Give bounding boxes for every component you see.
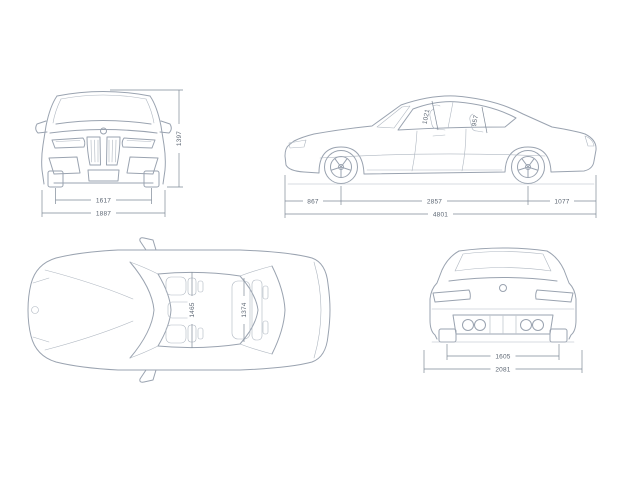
- top-view: [27, 237, 331, 383]
- rear-bench-plan: [231, 279, 269, 341]
- rear-dimensions: 1605 2081: [423, 344, 583, 374]
- front-dimensions: 1397 1617 1887: [41, 89, 184, 218]
- front-overhang-dim: 867: [307, 199, 319, 206]
- roof-rails: [157, 271, 241, 349]
- side-interior-dimensions: 1021 957: [422, 100, 488, 134]
- interior-width-rear-dim: 1374: [241, 302, 248, 317]
- side-glass: [397, 101, 517, 131]
- rear-window-top-edge: [239, 275, 259, 345]
- kidney-grille: [86, 136, 121, 166]
- left-taillight: [432, 289, 471, 303]
- exhaust-tip-3: [520, 319, 532, 331]
- hood-badge: [31, 306, 39, 314]
- windshield-front: [60, 94, 147, 100]
- side-dimensions: 867 2857 1077 4801: [284, 175, 597, 219]
- rear-view: [429, 247, 577, 343]
- interior-height-rear-dim: 957: [471, 114, 480, 127]
- exhaust-tip-1: [462, 319, 474, 331]
- body-plan: [27, 249, 331, 371]
- body-profile: [284, 95, 597, 175]
- front-seats-plan: [165, 276, 204, 344]
- windshield-top: [157, 273, 172, 347]
- left-mirror-plan: [139, 237, 157, 251]
- exhaust-tip-4: [532, 319, 544, 331]
- top-interior-dimensions: 1465 1374: [187, 272, 249, 348]
- front-left-tire: [47, 170, 64, 188]
- rear-track-dim: 1605: [495, 354, 510, 361]
- interior-height-front-dim: 1021: [422, 108, 432, 124]
- interior-width-front-dim: 1465: [189, 302, 196, 317]
- rear-badge: [499, 284, 507, 292]
- lower-intakes: [48, 156, 159, 182]
- front-height-dim: 1397: [176, 131, 183, 146]
- headlight-top-hints: [32, 277, 50, 343]
- right-mirror: [159, 120, 172, 134]
- door-seams: [411, 128, 467, 172]
- wheelbase-dim: 2857: [427, 199, 442, 206]
- spoiler-line: [313, 261, 322, 359]
- trunk-line: [448, 277, 558, 282]
- left-mirror: [35, 120, 48, 134]
- rear-overhang-dim: 1077: [554, 199, 569, 206]
- front-right-tire: [143, 170, 160, 188]
- door-handle: [432, 134, 446, 137]
- seats-silhouette: [429, 104, 484, 133]
- front-badge: [100, 127, 107, 135]
- front-wheel: [324, 150, 358, 184]
- right-mirror-plan: [139, 369, 157, 383]
- overall-length-dim: 4801: [433, 212, 448, 219]
- right-taillight: [535, 289, 574, 303]
- hood-contours: [44, 269, 134, 351]
- rear-window-base: [271, 265, 286, 355]
- front-view: [35, 91, 172, 188]
- side-view: [284, 95, 597, 185]
- headlight-side: [288, 139, 307, 149]
- rear-left-tire: [438, 328, 457, 343]
- rear-window: [454, 251, 552, 272]
- overall-width-dim: 2081: [495, 367, 510, 374]
- left-headlight: [51, 137, 86, 149]
- right-headlight: [121, 137, 156, 149]
- front-track-dim: 1617: [96, 198, 111, 205]
- exhaust-tip-2: [474, 319, 486, 331]
- rear-right-tire: [549, 328, 568, 343]
- b-pillar: [447, 101, 454, 129]
- windshield-side: [376, 105, 411, 129]
- taillight-side: [584, 135, 595, 147]
- front-width-dim: 1887: [96, 211, 111, 218]
- hood-line: [49, 129, 158, 134]
- windshield-base: [129, 261, 155, 359]
